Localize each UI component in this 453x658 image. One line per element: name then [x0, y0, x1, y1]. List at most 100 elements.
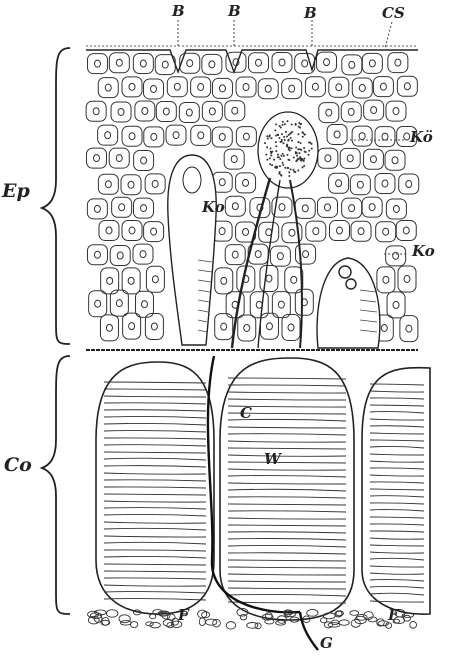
ko-dot — [282, 142, 284, 144]
cell-nucleus — [151, 323, 157, 330]
ko-dot — [283, 155, 285, 157]
label-f-right: F — [388, 608, 399, 623]
ep-brace — [42, 48, 70, 344]
cell-nucleus — [279, 59, 285, 66]
ko-right-organ — [317, 258, 380, 348]
cell-nucleus — [336, 84, 342, 91]
cell-nucleus — [302, 60, 308, 67]
cell-nucleus — [116, 59, 122, 66]
ko-dot — [278, 137, 280, 139]
ko-dot — [302, 131, 304, 133]
cell-nucleus — [128, 277, 134, 284]
cell-nucleus — [349, 205, 355, 212]
cell-nucleus — [231, 156, 237, 163]
cell-nucleus — [382, 180, 388, 187]
cell-nucleus — [129, 133, 135, 140]
cell-nucleus — [358, 228, 364, 235]
ko-dot — [293, 156, 295, 158]
co-brace — [42, 356, 70, 614]
ko-dot — [286, 120, 288, 122]
ko-dot — [308, 150, 310, 152]
cell-nucleus — [118, 108, 124, 115]
cell-nucleus — [209, 61, 215, 68]
cell-nucleus — [243, 228, 249, 235]
f-granule — [350, 611, 359, 616]
cell-nucleus — [336, 180, 342, 187]
cell-nucleus — [151, 133, 157, 140]
cell-nucleus — [141, 301, 147, 308]
cell-nucleus — [232, 203, 238, 210]
cell-nucleus — [392, 157, 398, 164]
f-granule — [226, 622, 235, 629]
f-granule — [339, 620, 349, 625]
ko-dot — [275, 123, 277, 125]
cell-nucleus — [288, 324, 294, 331]
ko-dot — [308, 154, 310, 156]
ko-dot — [278, 156, 280, 158]
ko-dot — [275, 134, 277, 136]
f-granule — [130, 622, 137, 628]
cell-nucleus — [404, 83, 410, 90]
cell-nucleus — [303, 251, 309, 258]
ko-dot — [311, 148, 313, 150]
ko-dot — [286, 144, 288, 146]
ko-dot — [303, 158, 305, 160]
cell-nucleus — [129, 83, 135, 90]
ko-dot — [292, 169, 294, 171]
ko-dot — [264, 142, 266, 144]
cell-nucleus — [406, 325, 412, 332]
ko-dot — [303, 165, 305, 167]
cell-nucleus — [152, 180, 158, 187]
ko-dot — [287, 167, 289, 169]
cell-nucleus — [243, 133, 249, 140]
ko-dot — [295, 151, 297, 153]
cell-nucleus — [383, 228, 389, 235]
cell-nucleus — [255, 251, 261, 258]
ko-dot — [275, 150, 277, 152]
cell-nucleus — [326, 109, 332, 116]
label-ko-right: Ko — [412, 244, 435, 259]
cell-nucleus — [232, 107, 238, 114]
cell-nucleus — [403, 227, 409, 234]
ko-dot — [270, 137, 272, 139]
ko-dot — [311, 143, 313, 145]
cell-nucleus — [266, 323, 272, 330]
ko-dot — [305, 151, 307, 153]
ko-dot — [282, 153, 284, 155]
cell-nucleus — [393, 205, 399, 212]
ko-dot — [281, 141, 283, 143]
cell-nucleus — [404, 276, 410, 283]
ko-dot — [297, 148, 299, 150]
ko-dot — [302, 136, 304, 138]
ko-dot — [269, 147, 271, 149]
cell-nucleus — [151, 85, 157, 92]
cell-nucleus — [142, 107, 148, 114]
cell-nucleus — [243, 179, 249, 186]
cell-nucleus — [140, 205, 146, 212]
ko-dot — [282, 121, 284, 123]
ko-dot — [266, 146, 268, 148]
ko-left-organ — [168, 155, 216, 345]
cell-nucleus — [129, 323, 135, 330]
ko-dot — [295, 123, 297, 125]
ko-dot — [285, 131, 287, 133]
ko-dot — [286, 154, 288, 156]
cell-nucleus — [347, 155, 353, 162]
cell-nucleus — [219, 228, 225, 235]
cell-nucleus — [406, 181, 412, 188]
ko-dot — [304, 133, 306, 135]
cell-nucleus — [221, 277, 227, 284]
ko-dot — [301, 166, 303, 168]
ko-dot — [290, 132, 292, 134]
cell-nucleus — [265, 85, 271, 92]
cell-nucleus — [106, 227, 112, 234]
ko-dot — [277, 134, 279, 136]
cell-nucleus — [119, 204, 125, 211]
cell-nucleus — [105, 132, 111, 139]
cell-nucleus — [395, 59, 401, 66]
ko-dot — [273, 159, 275, 161]
cell-nucleus — [359, 133, 365, 140]
label-cs: CS — [382, 6, 405, 21]
ko-dot — [278, 173, 280, 175]
f-granule — [205, 619, 216, 625]
